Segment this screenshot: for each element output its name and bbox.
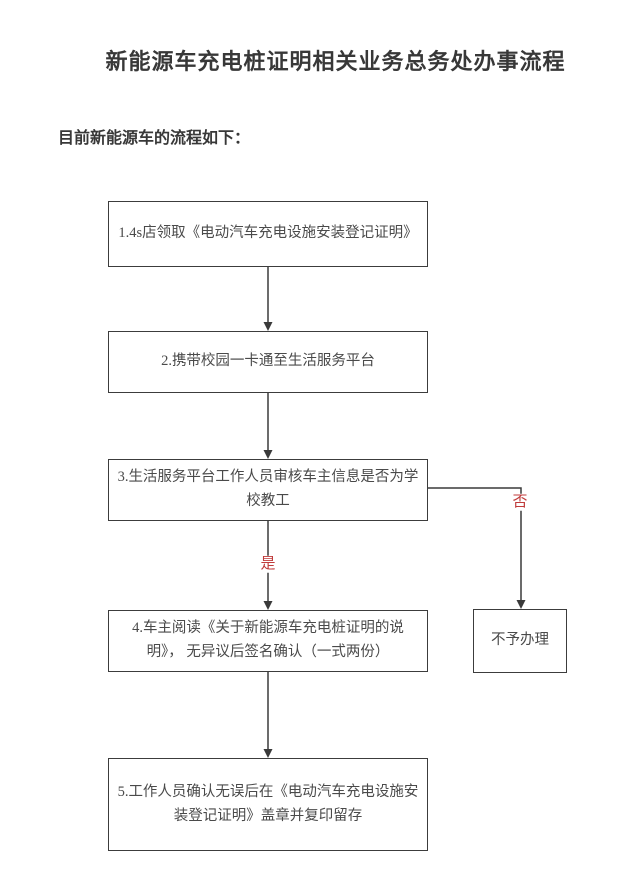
flow-step-1-label: 1.4s店领取《电动汽车充电设施安装登记证明》 (118, 225, 418, 242)
flow-step-4-label: 4.车主阅读《关于新能源车充电桩证明的说明》， 无异议后签名确认（一式两份） (132, 620, 404, 660)
page-title: 新能源车充电桩证明相关业务总务处办事流程 (105, 49, 566, 74)
flow-step-3: 3.生活服务平台工作人员审核车主信息是否为学校教工 (108, 459, 428, 521)
branch-label-yes: 是 (258, 555, 278, 573)
flow-step-5: 5.工作人员确认无误后在《电动汽车充电设施安装登记证明》盖章并复印留存 (108, 758, 428, 851)
arrow-step2-step3 (263, 393, 273, 459)
page-subtitle: 目前新能源车的流程如下： (58, 130, 251, 147)
flow-reject-label: 不予办理 (491, 632, 549, 649)
flow-step-1: 1.4s店领取《电动汽车充电设施安装登记证明》 (108, 201, 428, 267)
flow-step-4: 4.车主阅读《关于新能源车充电桩证明的说明》， 无异议后签名确认（一式两份） (108, 610, 428, 672)
flow-step-5-label: 5.工作人员确认无误后在《电动汽车充电设施安装登记证明》盖章并复印留存 (117, 783, 419, 824)
branch-label-no: 否 (510, 493, 530, 511)
flow-step-2: 2.携带校园一卡通至生活服务平台 (108, 331, 428, 393)
arrow-step4-step5 (263, 672, 273, 758)
flow-step-3-label: 3.生活服务平台工作人员审核车主信息是否为学校教工 (117, 469, 419, 509)
flow-reject-box: 不予办理 (473, 609, 567, 673)
flow-step-2-label: 2.携带校园一卡通至生活服务平台 (161, 353, 375, 370)
arrow-step1-step2 (263, 267, 273, 331)
